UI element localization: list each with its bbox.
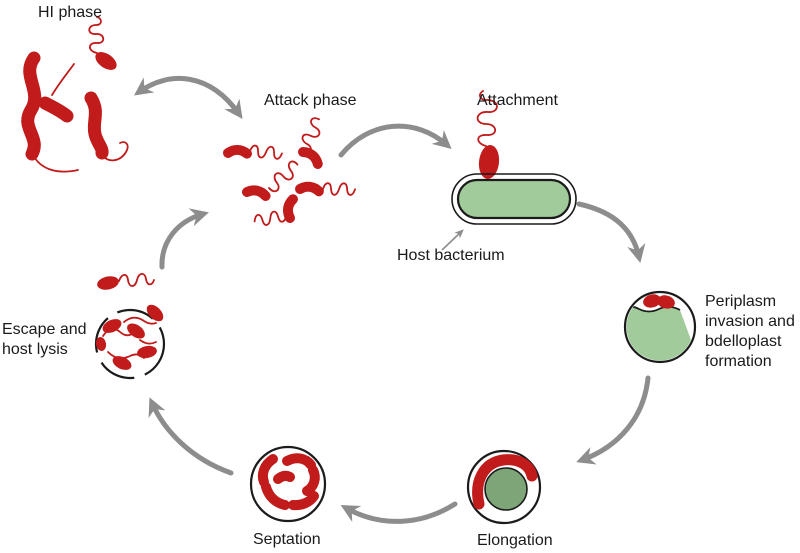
arrow-elongation-to-septation — [340, 501, 458, 524]
arrow-attachment-to-invasion — [576, 201, 646, 264]
hi-phase-bacteria — [21, 16, 129, 173]
progeny-cells — [95, 304, 164, 370]
consumed-host-core — [484, 467, 528, 511]
host-bacterium-pointer-arrow — [441, 229, 464, 251]
septation-group — [249, 445, 327, 523]
hi-small-cell — [95, 52, 117, 70]
arrow-attack-to-attachment — [338, 123, 452, 158]
attached-bdellovibrio-cell — [478, 145, 500, 179]
host-cell-body — [456, 178, 572, 220]
bdelloplast-group — [623, 290, 697, 364]
attached-flagellum-coil — [476, 90, 498, 147]
escaping-cell-flagellum — [118, 272, 155, 287]
attack-phase-label: Attack phase — [264, 92, 357, 109]
escape-host-lysis-label: Escape and host lysis — [2, 321, 87, 358]
attachment-label: Attachment — [477, 92, 558, 109]
host-bacterium-label: Host bacterium — [397, 247, 505, 264]
attack-phase-bacteria — [228, 115, 357, 228]
hi-long-cell-2 — [84, 91, 109, 160]
host-outer-membrane — [451, 173, 577, 225]
elongating-filament — [472, 454, 538, 510]
hi-flagellum-coil — [88, 16, 105, 54]
septation-label: Septation — [253, 531, 321, 548]
periplasm-invasion-label: Periplasm invasion and bdelloplast forma… — [705, 293, 795, 370]
arrow-escape-to-attack — [159, 208, 209, 270]
elongation-group — [466, 449, 542, 525]
hi-long-cell-arm — [38, 96, 74, 123]
hi-attack-double-arrow — [133, 75, 243, 120]
arrow-invasion-to-elongation — [576, 375, 651, 465]
hi-long-cell-1 — [21, 51, 42, 161]
escaping-cell — [97, 276, 119, 290]
attachment-group — [451, 90, 577, 225]
elongation-label: Elongation — [477, 532, 553, 549]
septating-filament — [257, 453, 320, 511]
hi-phase-label: HI phase — [38, 4, 103, 21]
arrow-septation-to-escape — [148, 397, 234, 476]
escape-group — [94, 272, 166, 380]
invading-bdellovibrio — [643, 294, 675, 309]
